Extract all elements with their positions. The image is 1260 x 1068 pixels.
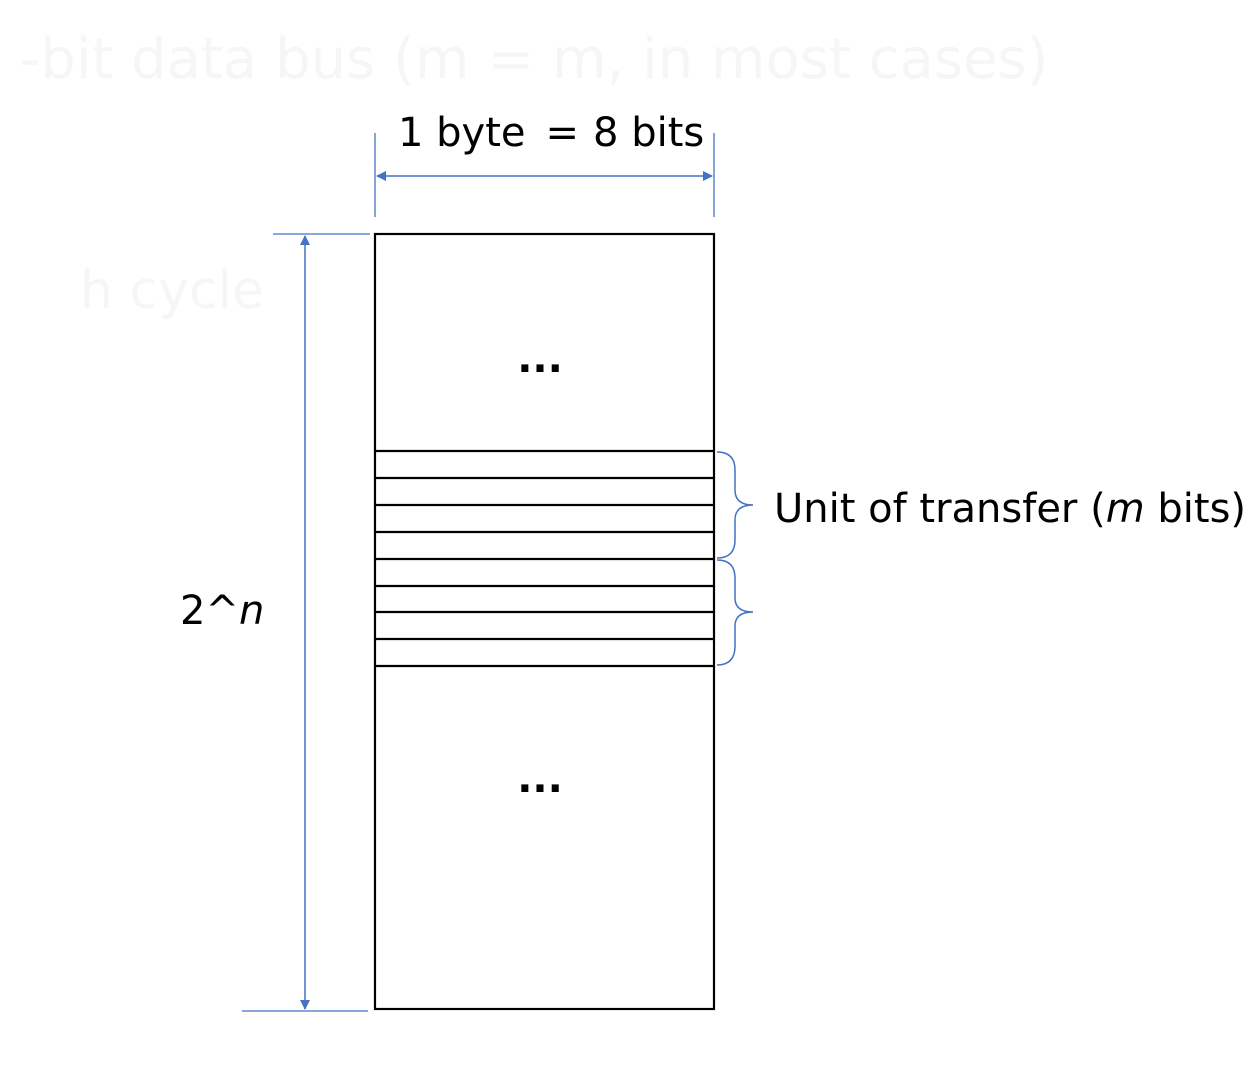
width-label-suffix: 8 bits xyxy=(593,110,704,156)
background-text-mid: h cycle xyxy=(80,261,264,321)
byte-rows xyxy=(375,449,714,668)
background-text-top: -bit data bus (m = m, in most cases) xyxy=(20,27,1048,92)
ellipsis-bottom: ... xyxy=(517,756,563,802)
width-label-equals: = xyxy=(546,110,580,156)
height-label: 2^n xyxy=(180,588,264,634)
transfer-label-prefix: Unit of transfer ( xyxy=(774,486,1106,532)
transfer-unit-brace-1 xyxy=(716,451,754,559)
transfer-label-suffix: bits) xyxy=(1145,486,1246,532)
transfer-label-var: m xyxy=(1106,486,1145,532)
height-label-base: 2^ xyxy=(180,588,239,634)
transfer-unit-label: Unit of transfer (m bits) xyxy=(774,486,1246,532)
memory-block xyxy=(373,232,716,1011)
height-label-var: n xyxy=(239,588,264,634)
width-label-prefix: 1 byte xyxy=(398,110,526,156)
transfer-unit-brace-2 xyxy=(716,559,754,666)
width-label: 1 byte = 8 bits xyxy=(398,110,704,156)
ellipsis-top: ... xyxy=(517,336,563,382)
